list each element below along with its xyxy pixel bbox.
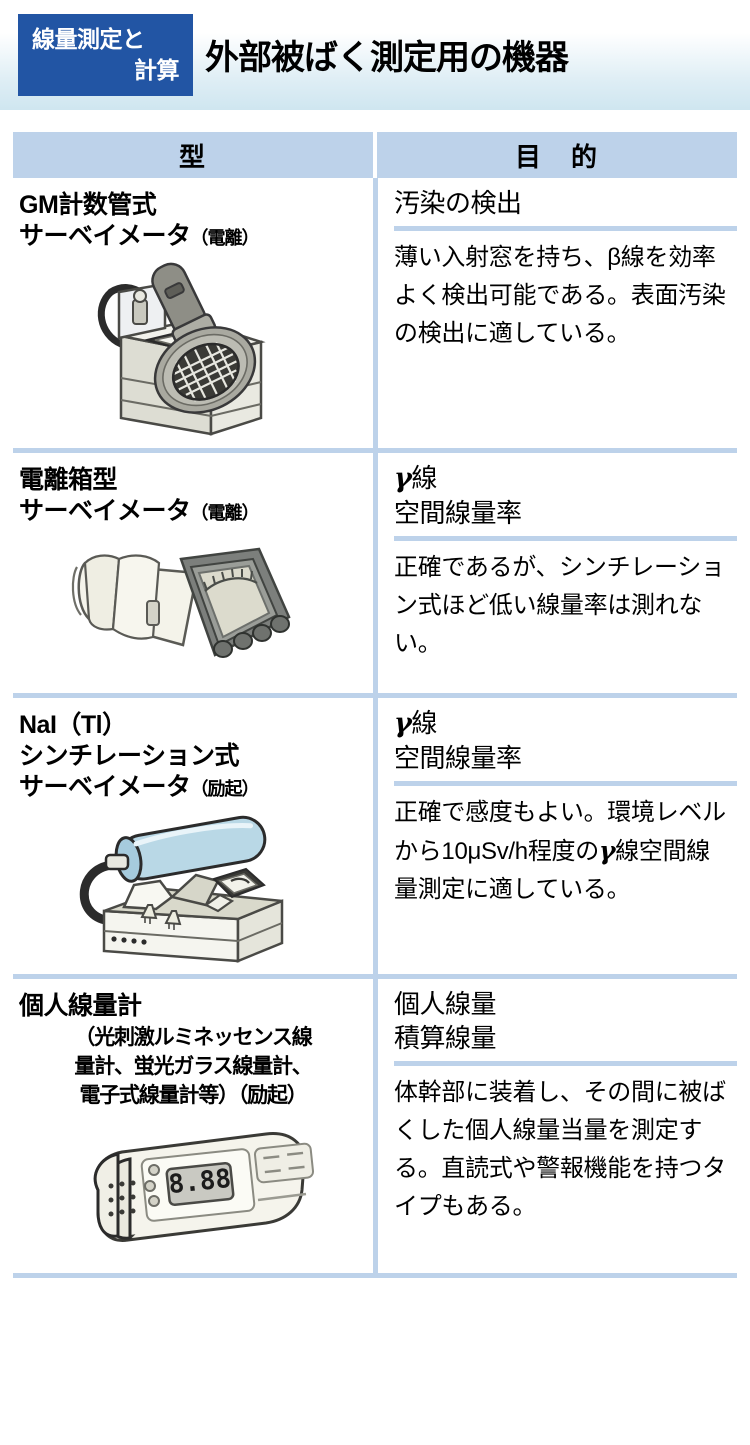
type-cell: NaI（Tl） シンチレーション式 サーベイメータ（励起） (13, 698, 373, 974)
table-header-row: 型 目 的 (13, 132, 737, 178)
nai-scintillation-survey-meter-icon (79, 815, 284, 963)
type-subtitle-line2: 量計、蛍光ガラス線量計、 (74, 1055, 312, 1078)
column-divider (373, 178, 378, 448)
purpose-headline-line1: 個人線量 (394, 989, 497, 1019)
type-paren: （電離） (190, 503, 260, 523)
purpose-inner-divider (394, 781, 737, 786)
type-cell: 個人線量計 （光刺激ルミネッセンス線 量計、蛍光ガラス線量計、 電子式線量計等）… (13, 979, 373, 1273)
column-header-type: 型 (13, 132, 373, 178)
gamma-symbol: γ (598, 836, 616, 865)
gamma-symbol: γ (394, 463, 412, 494)
table-row: NaI（Tl） シンチレーション式 サーベイメータ（励起） (13, 698, 737, 974)
purpose-headline: γγ線線 空間線量率 (394, 453, 737, 536)
type-title-line2: サーベイメータ（電離） (19, 497, 260, 525)
purpose-cell: 個人線量 積算線量 体幹部に装着し、その間に被ばくした個人線量当量を測定する。直… (378, 979, 737, 1273)
purpose-cell: 汚染の検出 薄い入射窓を持ち、β線を効率よく検出可能である。表面汚染の検出に適し… (378, 178, 737, 448)
type-title-line1: 電離箱型 (19, 466, 118, 494)
purpose-headline-line2: 空間線量率 (394, 498, 522, 528)
type-paren: （励起） (190, 779, 260, 799)
type-subtitle-line1: （光刺激ルミネッセンス線 (74, 1026, 312, 1049)
category-badge: 線量測定と 計算 (18, 14, 193, 96)
category-badge-line1: 線量測定と (32, 26, 145, 52)
page-header: 線量測定と 計算 外部被ばく測定用の機器 (0, 0, 750, 110)
purpose-headline-line1: γ線 (394, 708, 437, 739)
purpose-inner-divider (394, 536, 737, 541)
ionization-chamber-survey-meter-icon (71, 547, 291, 658)
type-paren: （電離） (190, 228, 260, 248)
purpose-headline: γ線 空間線量率 (394, 698, 737, 781)
purpose-description-pre: 正確で感度もよい。環境レベルから10μSv/h程度の (394, 799, 726, 865)
purpose-headline-line2: 空間線量率 (394, 743, 522, 773)
table-row: GM計数管式 サーベイメータ（電離） (13, 178, 737, 448)
purpose-description-post: 線空間線量測定に適している。 (394, 838, 710, 903)
page-title: 外部被ばく測定用の機器 (205, 39, 569, 77)
purpose-headline-line1: γγ線線 (394, 463, 437, 494)
type-cell: 電離箱型 サーベイメータ（電離） (13, 453, 373, 693)
gamma-symbol: γ (394, 708, 412, 739)
type-subtitle: （光刺激ルミネッセンス線 量計、蛍光ガラス線量計、 電子式線量計等）（励起） (19, 1023, 367, 1110)
type-cell: GM計数管式 サーベイメータ（電離） (13, 178, 373, 448)
row-divider-bottom (13, 1273, 737, 1278)
type-title-line2: シンチレーション式 (19, 742, 240, 770)
type-title-line1: 個人線量計 (19, 992, 142, 1020)
gm-survey-meter-icon (97, 262, 266, 436)
row-divider (13, 974, 737, 979)
type-title-line3: サーベイメータ（励起） (19, 773, 260, 801)
purpose-description: 薄い入射窓を持ち、β線を効率よく検出可能である。表面汚染の検出に適している。 (394, 244, 726, 347)
purpose-description: 正確であるが、シンチレーション式ほど低い線量率は測れない。 (394, 554, 725, 657)
type-title: 個人線量計 (19, 991, 367, 1022)
column-divider (373, 698, 378, 974)
purpose-description: 正確で感度もよい。環境レベルから10μSv/h程度のγ線空間線量測定に適している… (394, 786, 737, 909)
column-divider (373, 979, 378, 1273)
purpose-headline: 汚染の検出 (394, 188, 522, 218)
equipment-table: 型 目 的 GM計数管式 サーベイメータ（電離） (0, 132, 750, 1278)
personal-dosimeter-icon: 8.88 (93, 1132, 315, 1242)
row-divider (13, 693, 737, 698)
category-badge-line2: 計算 (134, 57, 180, 83)
type-subtitle-line3: 電子式線量計等）（励起） (79, 1084, 307, 1107)
column-header-purpose: 目 的 (377, 132, 737, 178)
purpose-cell: γγ線線 空間線量率 正確であるが、シンチレーション式ほど低い線量率は測れない。 (378, 453, 737, 693)
purpose-description: 体幹部に装着し、その間に被ばくした個人線量当量を測定する。直読式や警報機能を持つ… (394, 1079, 726, 1220)
type-title-line1: GM計数管式 (19, 191, 157, 219)
column-divider (373, 453, 378, 693)
purpose-inner-divider (394, 226, 737, 231)
purpose-cell: γ線 空間線量率 正確で感度もよい。環境レベルから10μSv/h程度のγ線空間線… (378, 698, 737, 974)
type-title: NaI（Tl） シンチレーション式 サーベイメータ（励起） (19, 710, 367, 805)
type-title: GM計数管式 サーベイメータ（電離） (19, 190, 367, 254)
table-row: 電離箱型 サーベイメータ（電離） (13, 453, 737, 693)
purpose-headline: 個人線量 積算線量 (394, 979, 737, 1061)
row-divider (13, 448, 737, 453)
type-title: 電離箱型 サーベイメータ（電離） (19, 465, 367, 529)
type-title-line1: NaI（Tl） (19, 711, 127, 739)
purpose-inner-divider (394, 1061, 737, 1066)
dosimeter-display-value: 8.88 (167, 1164, 232, 1200)
purpose-headline-line2: 積算線量 (394, 1023, 497, 1053)
table-row: 個人線量計 （光刺激ルミネッセンス線 量計、蛍光ガラス線量計、 電子式線量計等）… (13, 979, 737, 1273)
type-title-line2: サーベイメータ（電離） (19, 222, 260, 250)
